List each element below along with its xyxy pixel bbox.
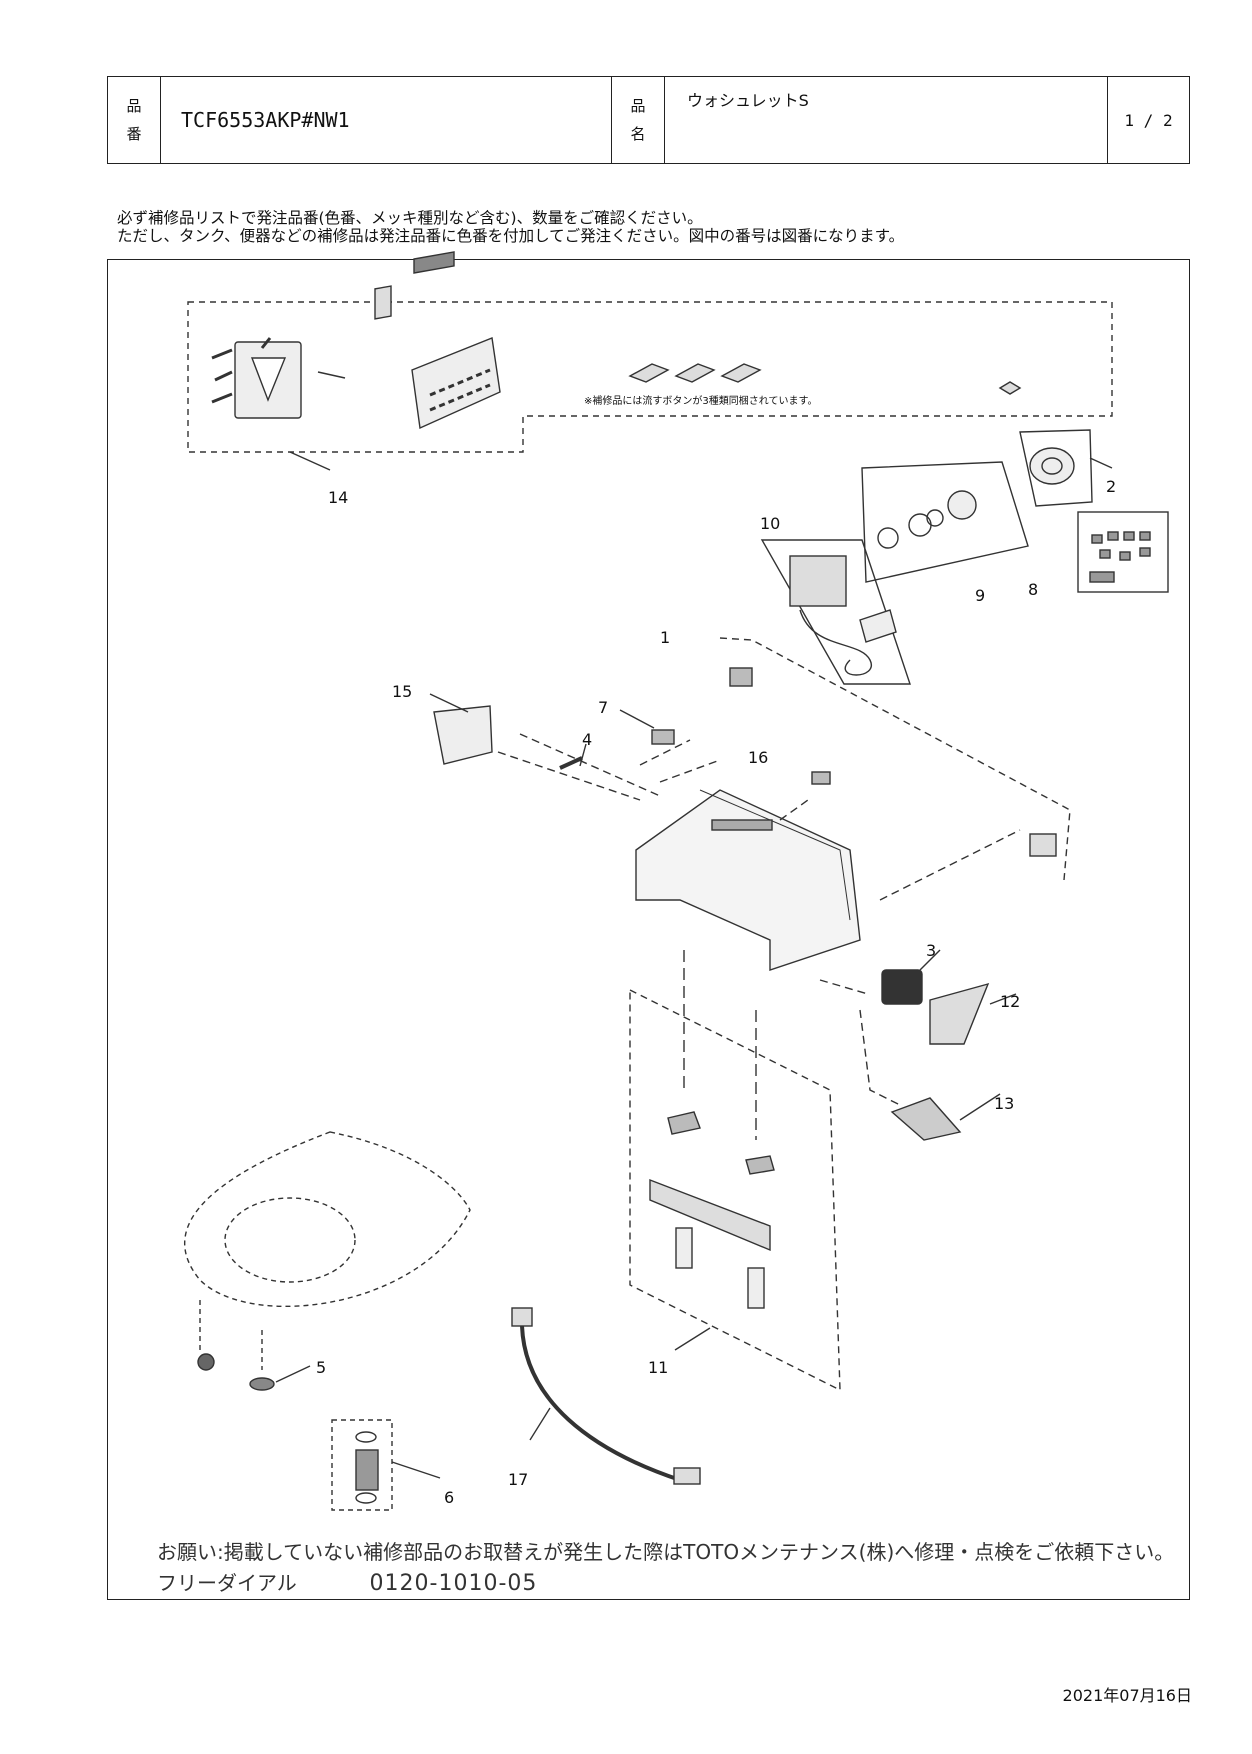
bracket-15-icon [433,705,493,765]
notice-line-2: ただし、タンク、便器などの補修品は発注品番に色番を付加してご発注ください。図中の… [117,227,905,245]
hose-17-icon [511,1307,701,1485]
part-6-box [331,1419,393,1511]
callout-16: 16 [748,748,769,767]
part-7-icon [651,729,675,745]
group-14-box [187,301,1113,453]
callout-2: 2 [1106,477,1117,496]
clip-right-icon [1029,833,1057,857]
callout-12: 12 [1000,992,1021,1011]
valve-unit-icon [789,555,897,676]
toilet-seat-icon [184,1131,471,1370]
repair-request-note: お願い:掲載していない補修部品のお取替えが発生した際はTOTOメンテナンス(株)… [157,1540,1175,1564]
group-11-box [629,988,841,1392]
product-no-label: 品 番 [107,76,161,164]
callout-17: 17 [508,1470,529,1489]
part-10-box [760,539,911,685]
part-13-icon [890,1097,962,1141]
callout-10: 10 [760,514,781,533]
small-parts-icon [1089,531,1151,583]
buttons-note: ※補修品には流すボタンが3種類同梱されています。 [584,396,818,407]
issue-date: 2021年07月16日 [1062,1686,1192,1705]
flush-buttons-icon [628,363,1022,395]
callout-1: 1 [660,628,671,647]
group-9-box [861,461,1029,583]
remote-control-icon [374,251,501,430]
nozzle-cap-icon [1029,447,1075,485]
valve-rings-icon [877,490,977,549]
callout-8: 8 [1028,580,1039,599]
product-name: ウォシュレットS [664,76,1108,164]
clip-1-icon [729,667,753,687]
freedial-number: 0120-1010-05 [369,1571,538,1596]
callout-4: 4 [582,730,593,749]
wall-plate-icon [211,337,346,419]
callout-9: 9 [975,586,986,605]
callout-7: 7 [598,698,609,717]
callout-3: 3 [926,941,937,960]
screw-4-icon [559,756,583,770]
header-table: 品 番 TCF6553AKP#NW1 品 名 ウォシュレットS 1 / 2 [107,76,1190,164]
page-number: 1 / 2 [1107,76,1190,164]
callout-5: 5 [316,1358,327,1377]
stop-valve-icon [355,1431,379,1504]
cap-icon [197,1353,215,1371]
part-3-icon [881,969,923,1005]
diagram-frame [107,259,1190,1600]
part-5-icon [249,1377,275,1391]
callout-6: 6 [444,1488,455,1507]
part-2-box [1019,429,1093,507]
callout-11: 11 [648,1358,669,1377]
mounting-plate-icon [649,1111,775,1309]
product-number: TCF6553AKP#NW1 [160,76,612,164]
freedial-line: フリーダイアル 0120-1010-05 [157,1567,537,1596]
freedial-label: フリーダイアル [157,1571,297,1595]
main-body-icon [635,789,861,971]
callout-13: 13 [994,1094,1015,1113]
notice-line-1: 必ず補修品リストで発注品番(色番、メッキ種別など含む)、数量をご確認ください。 [117,209,703,227]
callout-14: 14 [328,488,349,507]
part-12-icon [929,982,990,1045]
part-16-icon [811,771,831,785]
callout-15: 15 [392,682,413,701]
product-name-label: 品 名 [611,76,665,164]
part-8-box [1077,511,1169,593]
